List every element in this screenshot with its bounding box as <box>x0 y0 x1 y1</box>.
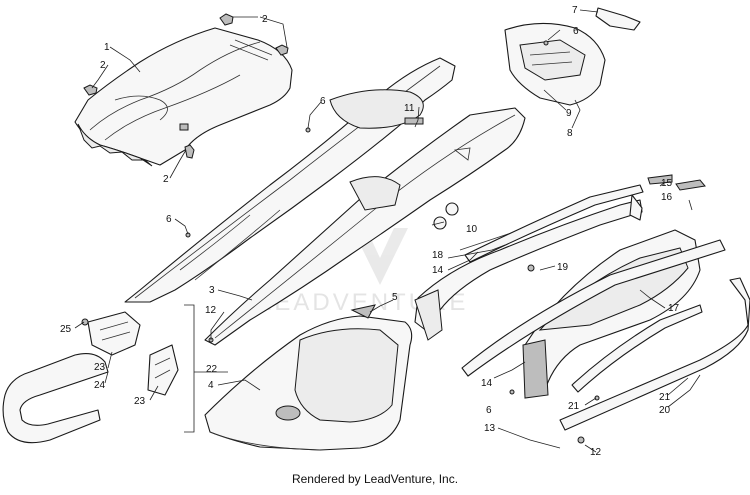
callout-6-bottom: 6 <box>486 405 492 416</box>
callout-18: 18 <box>432 250 444 261</box>
callout-2-lower: 2 <box>163 174 169 185</box>
callout-10: 10 <box>466 224 478 235</box>
side-panel-left <box>124 57 456 303</box>
callout-16: 16 <box>661 192 673 203</box>
callout-2-left: 2 <box>100 60 106 71</box>
callout-24: 24 <box>94 380 106 391</box>
callout-12-left: 12 <box>205 305 217 316</box>
bumper-assembly <box>2 311 179 444</box>
side-panel-right <box>204 107 526 346</box>
leader-lines <box>74 9 701 453</box>
callout-5: 5 <box>392 292 398 303</box>
callout-14-bottom: 14 <box>481 378 493 389</box>
callout-20: 20 <box>659 405 671 416</box>
callout-14-top: 14 <box>432 265 444 276</box>
callout-labels: 1 2 2 2 3 4 5 6 6 6 7 6 8 9 10 11 12 12 … <box>60 5 680 458</box>
hood-cover <box>74 27 293 167</box>
callout-21-left: 21 <box>568 401 580 412</box>
callout-22: 22 <box>206 364 218 375</box>
storage-tub <box>204 315 413 451</box>
callout-19: 19 <box>557 262 569 273</box>
callout-23-right: 23 <box>134 396 146 407</box>
callout-9: 9 <box>566 108 572 119</box>
callout-2-top: 2 <box>262 14 268 25</box>
callout-25: 25 <box>60 324 72 335</box>
rear-bracket <box>504 7 641 106</box>
callout-8: 8 <box>567 128 573 139</box>
callout-6-right: 6 <box>573 26 579 37</box>
callout-1: 1 <box>104 42 110 53</box>
callout-6-top: 6 <box>320 96 326 107</box>
right-rail-assembly <box>414 174 750 431</box>
callout-15: 15 <box>661 178 673 189</box>
caps <box>433 202 459 230</box>
callout-7: 7 <box>572 5 578 16</box>
callout-4: 4 <box>208 380 214 391</box>
callout-11: 11 <box>404 103 415 114</box>
callout-3: 3 <box>209 285 215 296</box>
callout-17: 17 <box>668 303 680 314</box>
callout-6-left: 6 <box>166 214 172 225</box>
callout-13: 13 <box>484 423 496 434</box>
callout-12-bottom: 12 <box>590 447 602 458</box>
callout-23-left: 23 <box>94 362 106 373</box>
clips <box>83 13 289 159</box>
callout-21-right: 21 <box>659 392 671 403</box>
render-credit: Rendered by LeadVenture, Inc. <box>291 472 459 486</box>
